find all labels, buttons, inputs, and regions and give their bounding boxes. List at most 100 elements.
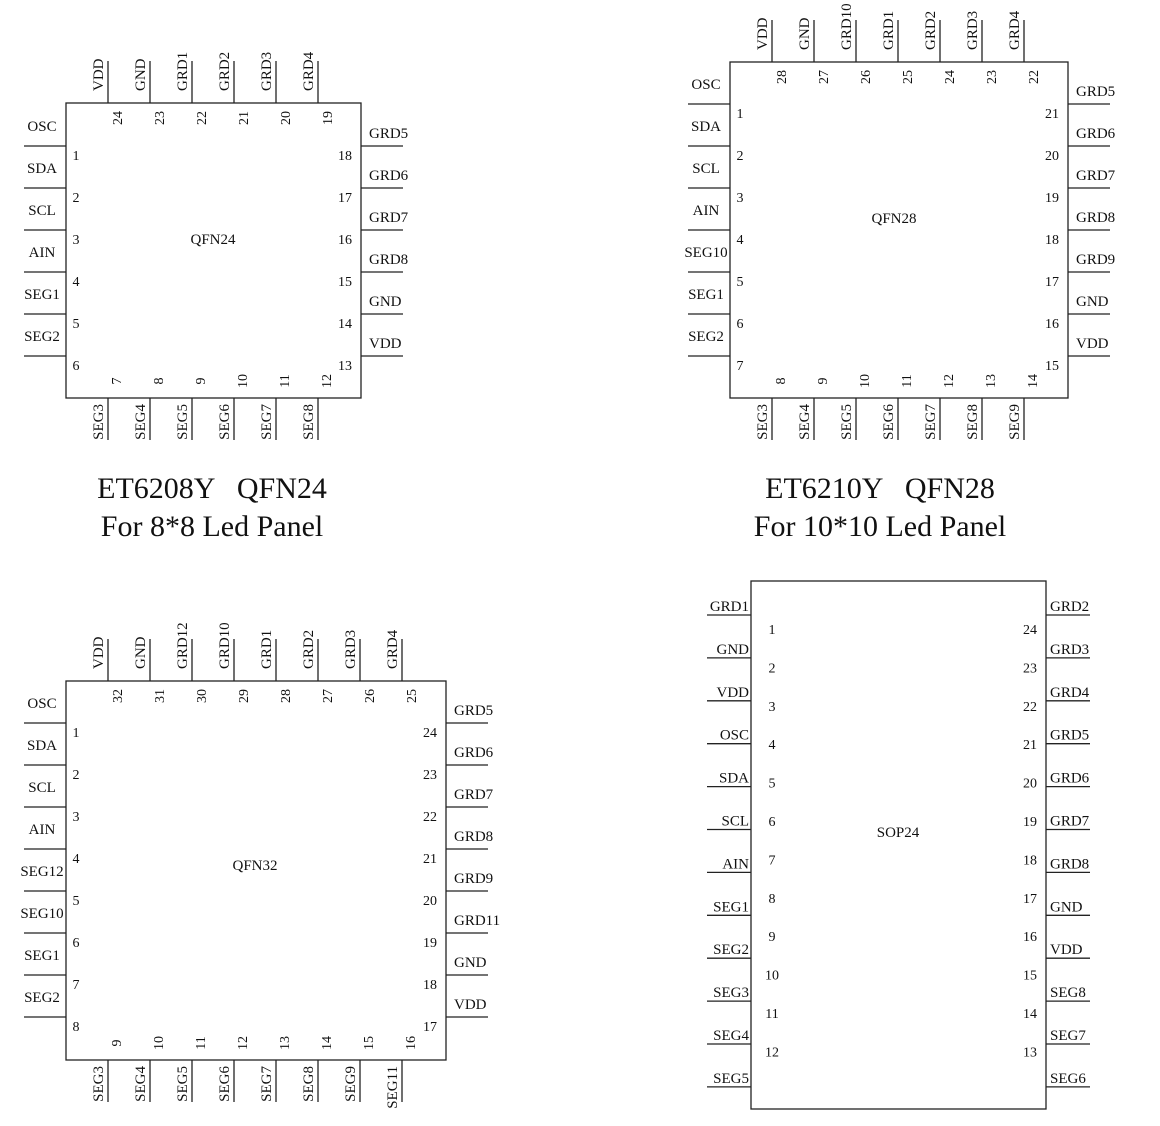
pin-label: SEG10 — [20, 906, 63, 922]
pin-label: SCL — [28, 780, 56, 796]
package-label: SOP24 — [877, 825, 920, 841]
pin-label: SEG1 — [24, 948, 60, 964]
pin-number: 8 — [73, 1020, 80, 1035]
pin-label: GRD1 — [175, 52, 191, 91]
pin-label: GRD9 — [1076, 252, 1115, 268]
pin-label: OSC — [691, 77, 720, 93]
chip-caption: For 8*8 Led Panel — [101, 510, 323, 543]
pin-number: 3 — [769, 700, 776, 715]
pin-label: SEG6 — [881, 404, 897, 440]
pin-number: 4 — [73, 275, 80, 290]
pin-number: 31 — [153, 689, 168, 703]
pin-label: GND — [1050, 899, 1083, 915]
pin-label: SEG5 — [713, 1071, 749, 1087]
pin-label: GRD1 — [259, 630, 275, 669]
pin-label: AIN — [29, 822, 56, 838]
pin-number: 14 — [320, 1036, 335, 1050]
pin-number: 11 — [765, 1007, 778, 1022]
pin-number: 8 — [152, 378, 167, 385]
pin-number: 12 — [320, 374, 335, 388]
pin-number: 8 — [774, 378, 789, 385]
pin-label: GRD1 — [710, 599, 749, 615]
pin-number: 15 — [362, 1036, 377, 1050]
chip-et6208y-qfn24: QFN24OSC1SDA2SCL3AIN4SEG15SEG26GRD518GRD… — [24, 51, 409, 543]
pin-number: 18 — [1023, 853, 1037, 868]
pin-label: SEG2 — [713, 942, 749, 958]
pin-label: GRD7 — [454, 787, 494, 803]
pin-number: 13 — [1023, 1045, 1037, 1060]
pin-label: SEG4 — [133, 1066, 149, 1102]
pin-number: 7 — [110, 378, 125, 385]
pin-number: 10 — [236, 374, 251, 388]
pin-label: SEG7 — [1050, 1028, 1086, 1044]
pin-seg5: SEG5 12 — [707, 1045, 779, 1088]
pin-number: 25 — [901, 70, 916, 84]
pin-label: SEG4 — [797, 404, 813, 440]
pin-number: 12 — [236, 1036, 251, 1050]
chip-caption: ET6208Y QFN24 — [97, 472, 327, 505]
pin-number: 29 — [237, 689, 252, 703]
pin-number: 19 — [321, 111, 336, 125]
pin-number: 12 — [765, 1045, 779, 1060]
chip-qfn32: QFN32OSC1SDA2SCL3AIN4SEG125SEG106SEG17SE… — [20, 622, 500, 1108]
pin-label: GRD1 — [881, 11, 897, 50]
pin-label: GRD5 — [1050, 728, 1089, 744]
pin-seg3: SEG3 7 — [91, 378, 125, 440]
pin-label: SEG3 — [91, 404, 107, 440]
pin-number: 28 — [279, 689, 294, 703]
pin-number: 2 — [73, 768, 80, 783]
pin-number: 21 — [1045, 107, 1059, 122]
pin-number: 2 — [769, 661, 776, 676]
pin-number: 14 — [1026, 374, 1041, 388]
pin-label: VDD — [755, 17, 771, 50]
pin-number: 15 — [1045, 359, 1059, 374]
pin-number: 21 — [423, 852, 437, 867]
pin-number: 8 — [769, 892, 776, 907]
pin-number: 27 — [321, 689, 336, 703]
pin-number: 2 — [737, 149, 744, 164]
pin-number: 9 — [110, 1040, 125, 1047]
pin-label: GRD12 — [175, 622, 191, 669]
pin-number: 3 — [73, 810, 80, 825]
pin-number: 7 — [769, 853, 776, 868]
pin-number: 1 — [737, 107, 744, 122]
chip-body — [65, 102, 362, 399]
pin-label: GRD4 — [301, 51, 317, 91]
pin-label: GRD6 — [454, 745, 494, 761]
pin-number: 22 — [1027, 70, 1042, 84]
pin-label: AIN — [693, 203, 720, 219]
